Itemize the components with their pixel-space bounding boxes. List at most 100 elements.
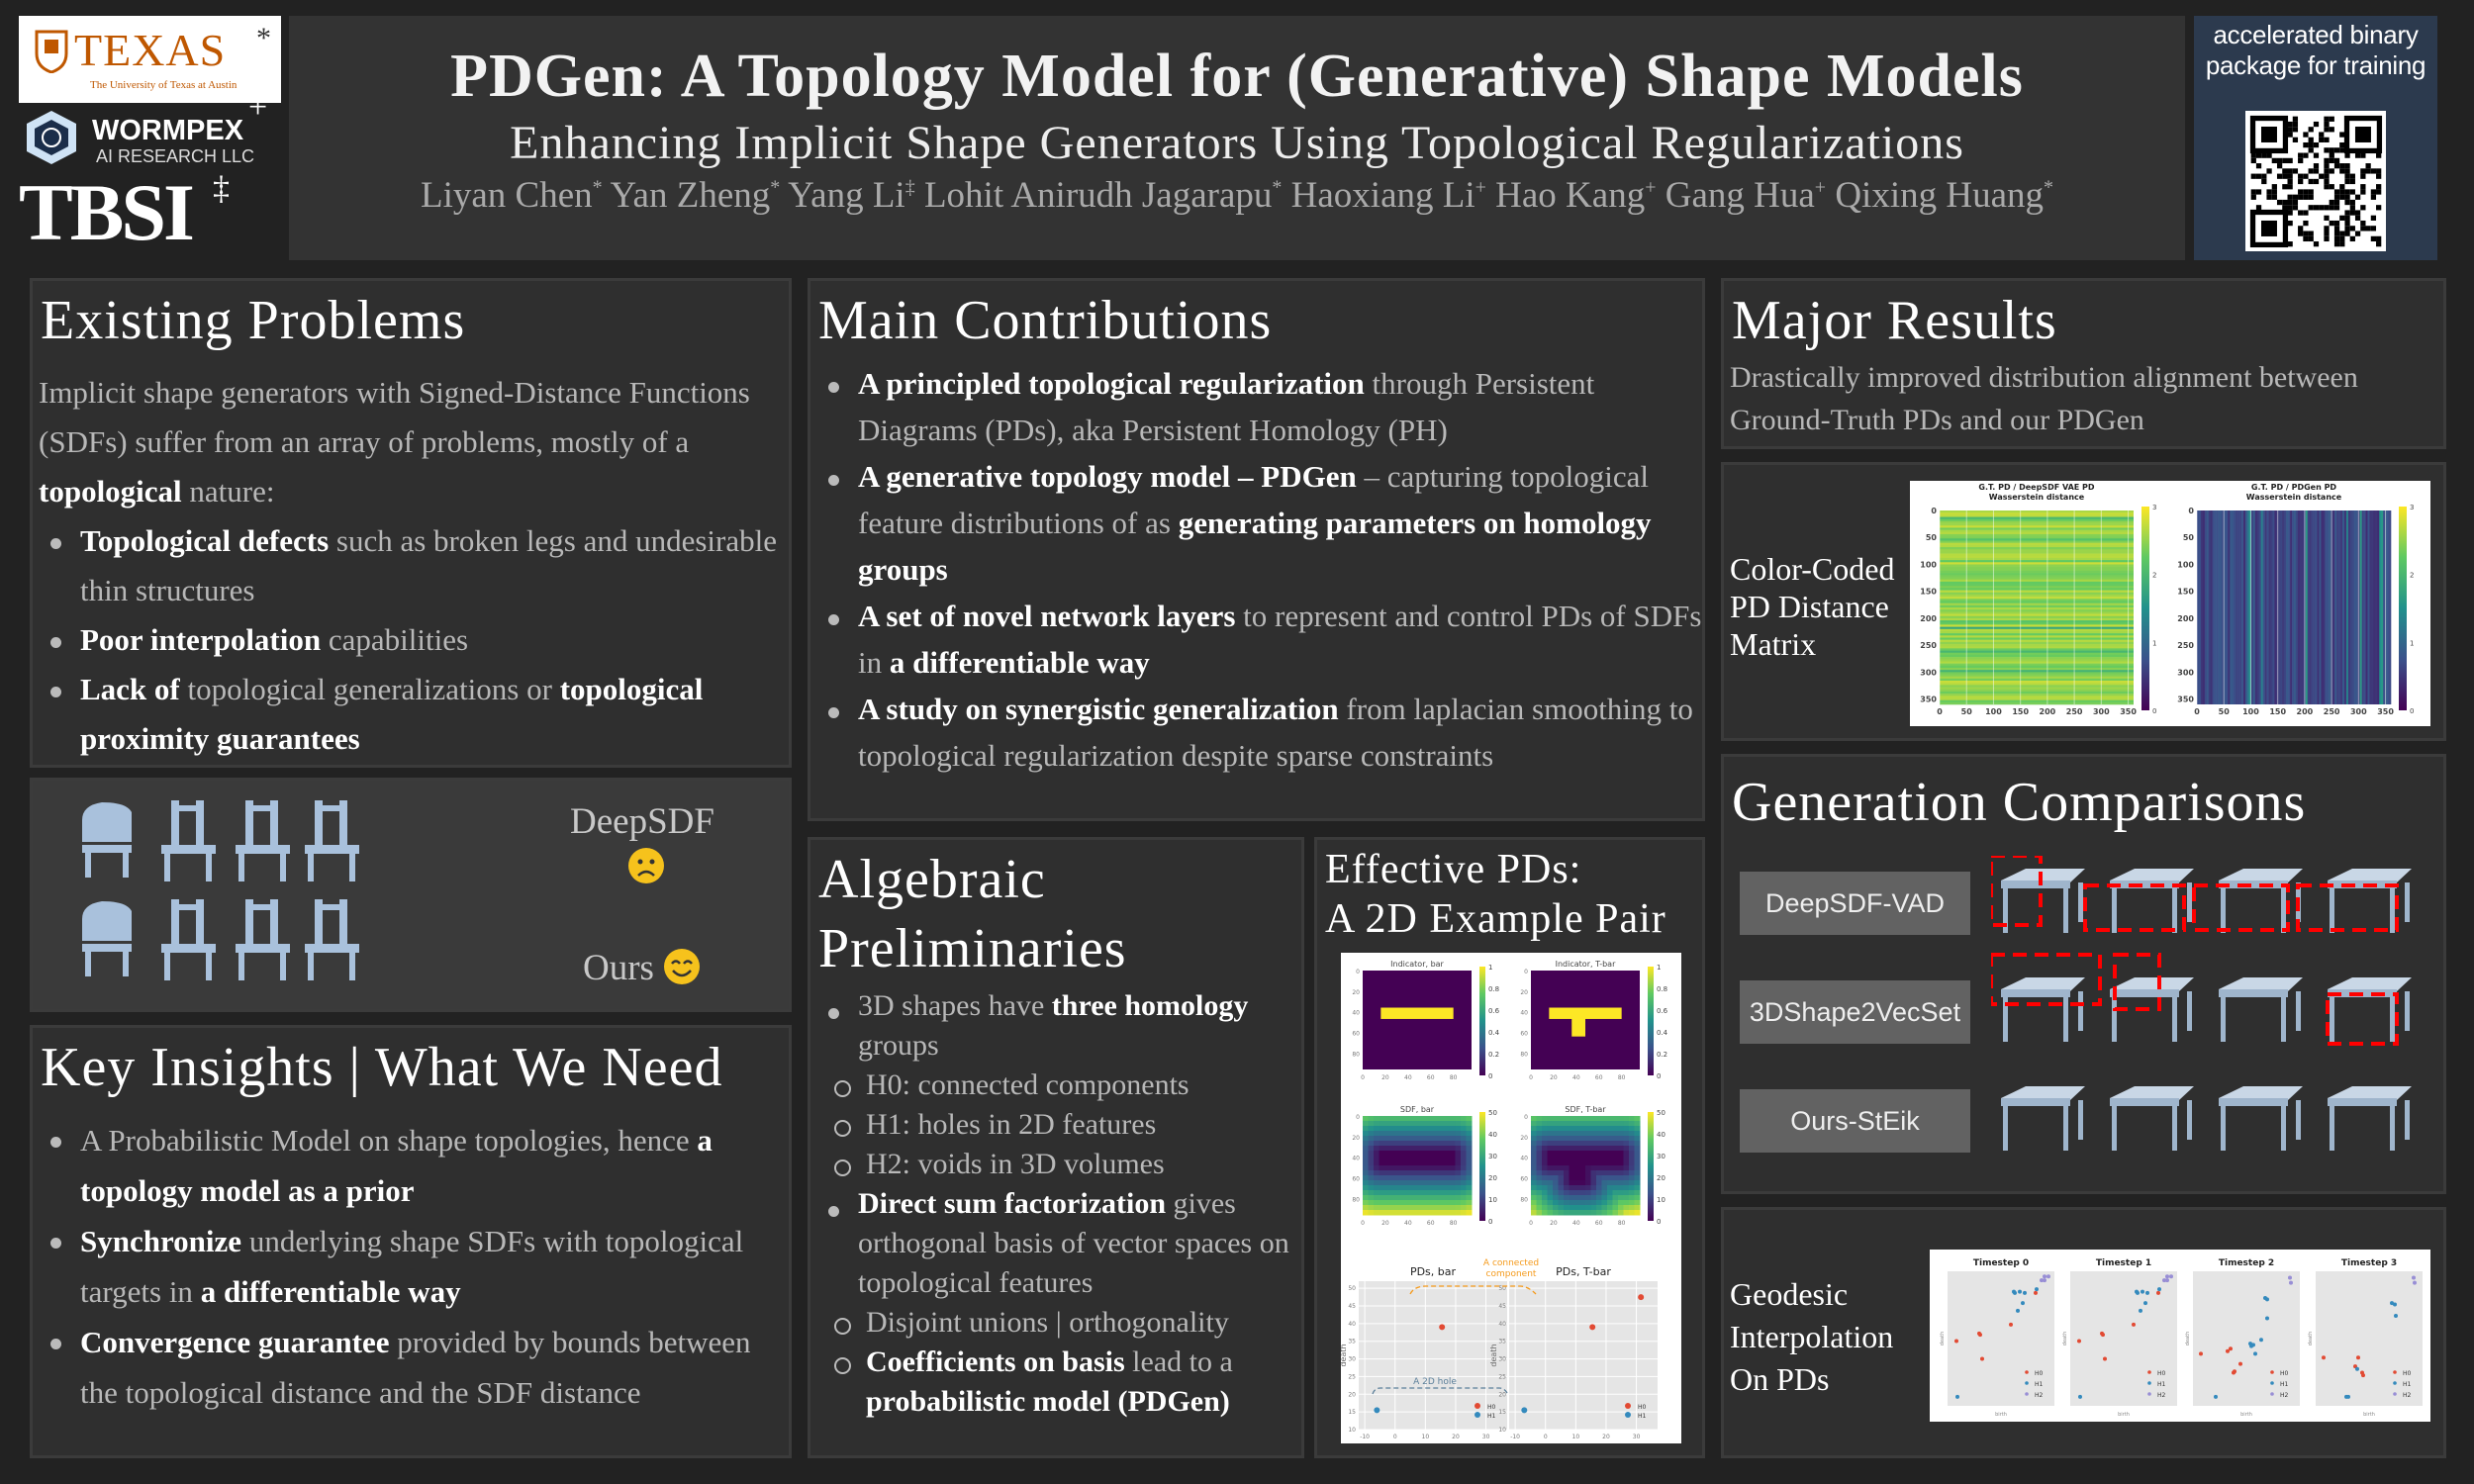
heatmap-cell	[1574, 1151, 1580, 1157]
qr-module	[2287, 220, 2293, 227]
heatmap-cell	[1374, 1141, 1380, 1147]
heatmap-cell	[1400, 1116, 1407, 1122]
heatmap-stripe	[1940, 644, 2134, 647]
heatmap-stripe	[1940, 641, 2134, 645]
heatmap-cell	[1379, 1121, 1385, 1127]
heatmap-cell	[1466, 1141, 1473, 1147]
heatmap-stripe	[2258, 510, 2261, 704]
heatmap-cell	[1400, 1195, 1407, 1201]
qr-module	[2308, 168, 2314, 174]
qr-module	[2354, 210, 2361, 216]
heatmap-cell	[1455, 1190, 1462, 1196]
heatmap-stripe	[1940, 573, 2134, 576]
heatmap-stripe	[2243, 510, 2246, 704]
heatmap-cell	[1466, 1160, 1473, 1166]
chart-label: 45	[1348, 1303, 1356, 1310]
qr-module	[2282, 205, 2288, 211]
author-name: Haoxiang Li	[1282, 175, 1475, 216]
heatmap-cell	[1553, 1185, 1559, 1191]
heatmap-cell	[1466, 1170, 1473, 1176]
qr-module	[2308, 141, 2314, 148]
table-top	[2001, 977, 2085, 991]
heatmap-cell	[1433, 1200, 1440, 1206]
heatmap-cell	[1374, 1151, 1380, 1157]
heatmap-cell	[1629, 1175, 1635, 1181]
qr-module	[2339, 189, 2345, 195]
bullet-item: A study on synergistic generalization fr…	[816, 686, 1702, 779]
heatmap-cell	[1400, 1156, 1407, 1161]
heatmap-cell	[1461, 1156, 1467, 1161]
heatmap-cell	[1384, 1195, 1390, 1201]
bullet-item: A set of novel network layers to represe…	[816, 593, 1702, 686]
heatmap-cell	[1612, 1185, 1619, 1191]
heatmap-cell	[1634, 1185, 1641, 1191]
heatmap-cell	[1634, 1116, 1641, 1122]
heatmap-stripe	[1940, 542, 2134, 546]
chair-render	[305, 800, 359, 881]
qr-finder	[2249, 115, 2289, 154]
heatmap-cell	[1574, 1195, 1580, 1201]
chart-label: 0	[1937, 707, 1943, 716]
heatmap-cell	[1466, 1200, 1473, 1206]
heatmap-cell	[1596, 1170, 1602, 1176]
heatmap-stripe	[2245, 510, 2248, 704]
heatmap-cell	[1558, 1136, 1565, 1142]
chart-label: 2	[2410, 572, 2414, 580]
heatmap-cell	[1629, 1180, 1635, 1186]
heatmap-cell	[1374, 1195, 1380, 1201]
heatmap-cell	[1433, 1136, 1440, 1142]
chart-label: H1	[1487, 1413, 1496, 1420]
pd-point-h1	[2018, 1289, 2022, 1294]
heatmap-cell	[1553, 1160, 1559, 1166]
heatmap-cell	[1363, 1170, 1369, 1176]
heatmap-cell	[1596, 1136, 1602, 1142]
qr-module	[2339, 132, 2345, 138]
heatmap-stripe	[2363, 510, 2366, 704]
chart-label: 40	[1498, 1321, 1506, 1328]
qr-module	[2324, 235, 2330, 242]
heatmap-cell	[1368, 1185, 1375, 1191]
heatmap-cell	[1536, 1185, 1543, 1191]
heatmap-stripe	[1940, 685, 2134, 688]
qr-module	[2349, 226, 2355, 232]
heatmap-cell	[1466, 1116, 1473, 1122]
heatmap-cell	[1450, 1156, 1456, 1161]
heatmap-cell	[1612, 1121, 1619, 1127]
heatmap-cell	[1531, 1156, 1537, 1161]
heatmap-cell	[1450, 1205, 1456, 1211]
defect-highlight-box	[2326, 992, 2399, 1046]
heatmap-cell	[1389, 1180, 1396, 1186]
heatmap-cell	[1450, 1136, 1456, 1142]
heatmap-cell	[1444, 1141, 1451, 1147]
heatmap-cell	[1461, 1185, 1467, 1191]
chart-label: birth	[2363, 1412, 2375, 1418]
heatmap-stripe	[2239, 510, 2242, 704]
heatmap-cell	[1547, 1190, 1554, 1196]
pd-point-h2	[2289, 1280, 2293, 1285]
pd-point-h2	[2046, 1274, 2050, 1279]
chart-label: 80	[1618, 1074, 1626, 1081]
qr-module	[2271, 157, 2277, 164]
heatmap-cell	[1461, 1141, 1467, 1147]
chart-label: 10	[1348, 1427, 1356, 1434]
heatmap-cell	[1585, 1210, 1591, 1216]
heatmap-cell	[1585, 1170, 1591, 1176]
heatmap-cell	[1564, 1136, 1570, 1142]
heatmap-cell	[1569, 1156, 1575, 1161]
heatmap-stripe	[1940, 617, 2134, 621]
heatmap-cell	[1590, 1141, 1597, 1147]
heatmap-cell	[1574, 1205, 1580, 1211]
qr-module	[2333, 220, 2340, 227]
heatmap-cell	[1384, 1210, 1390, 1216]
heatmap-cell	[1395, 1205, 1401, 1211]
heatmap-cell	[1569, 1126, 1575, 1132]
qr-code-icon[interactable]	[2245, 111, 2386, 251]
table-top	[2219, 977, 2303, 991]
chart-label: PDs, bar	[1410, 1265, 1457, 1278]
heatmap-cell	[1618, 1165, 1624, 1171]
chart-label: 3	[2152, 504, 2156, 511]
pd-point-h0	[2322, 1355, 2326, 1360]
table-top	[2110, 1086, 2194, 1100]
pd-point-h1	[2139, 1308, 2142, 1313]
heatmap-cell	[1450, 1146, 1456, 1152]
